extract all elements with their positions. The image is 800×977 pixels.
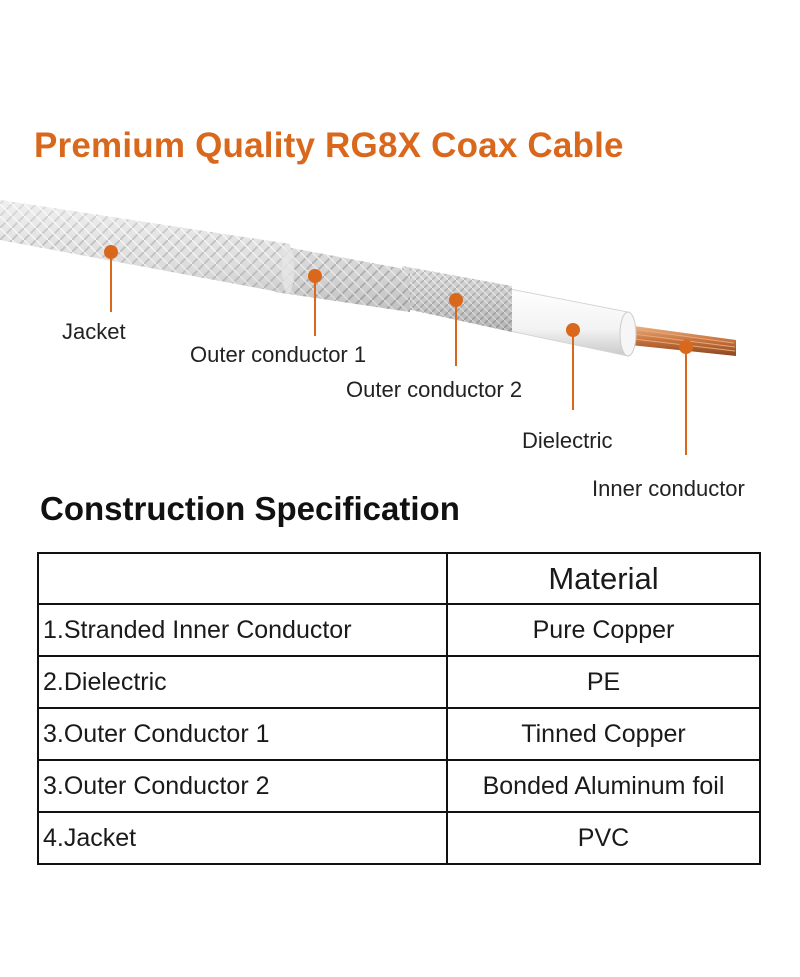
outer-conductor-1-shape xyxy=(275,245,410,312)
spec-header-component xyxy=(37,552,448,605)
inner-conductor-shape xyxy=(620,324,736,356)
outer-conductor-2-label: Outer conductor 2 xyxy=(346,377,523,402)
table-row: 4.Jacket PVC xyxy=(37,811,761,865)
cable-diagram xyxy=(0,200,736,455)
table-row: 2.Dielectric PE xyxy=(37,655,761,709)
outer-conductor-2-callout-dot xyxy=(449,293,463,307)
spec-material-cell: Pure Copper xyxy=(446,603,761,657)
spec-table: Material 1.Stranded Inner Conductor Pure… xyxy=(37,552,761,865)
table-row: 3.Outer Conductor 2 Bonded Aluminum foil xyxy=(37,759,761,813)
spec-component-cell: 3.Outer Conductor 1 xyxy=(37,707,448,761)
spec-header-material: Material xyxy=(446,552,761,605)
spec-component-cell: 2.Dielectric xyxy=(37,655,448,709)
spec-material-cell: PE xyxy=(446,655,761,709)
jacket-shape xyxy=(0,200,294,294)
jacket-label: Jacket xyxy=(62,319,126,344)
spec-component-cell: 4.Jacket xyxy=(37,811,448,865)
inner-conductor-callout-dot xyxy=(679,340,693,354)
spec-material-cell: Bonded Aluminum foil xyxy=(446,759,761,813)
outer-conductor-1-label: Outer conductor 1 xyxy=(190,342,367,367)
dielectric-shape xyxy=(504,287,637,357)
spec-material-cell: Tinned Copper xyxy=(446,707,761,761)
spec-header-row: Material xyxy=(37,552,761,605)
spec-material-cell: PVC xyxy=(446,811,761,865)
page-title: Premium Quality RG8X Coax Cable xyxy=(34,126,624,165)
jacket-callout-dot xyxy=(104,245,118,259)
table-row: 3.Outer Conductor 1 Tinned Copper xyxy=(37,707,761,761)
inner-conductor-label: Inner conductor xyxy=(592,476,745,501)
spec-component-cell: 1.Stranded Inner Conductor xyxy=(37,603,448,657)
outer-conductor-1-callout-dot xyxy=(308,269,322,283)
spec-component-cell: 3.Outer Conductor 2 xyxy=(37,759,448,813)
dielectric-callout-dot xyxy=(566,323,580,337)
dielectric-label: Dielectric xyxy=(522,428,613,453)
spec-title: Construction Specification xyxy=(40,490,460,527)
table-row: 1.Stranded Inner Conductor Pure Copper xyxy=(37,603,761,657)
